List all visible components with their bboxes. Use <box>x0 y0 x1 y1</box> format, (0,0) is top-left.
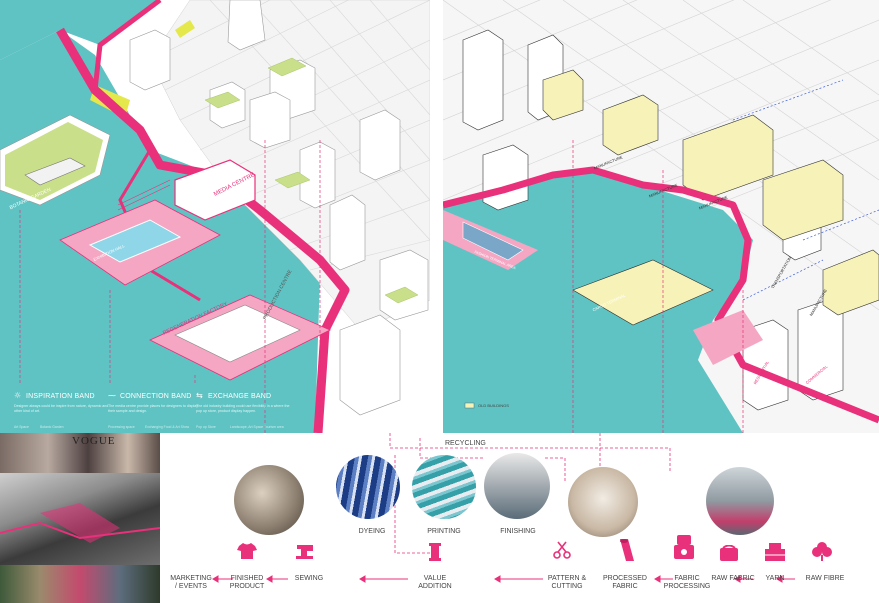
step-fabricproc-line2: PROCESSING <box>663 583 711 590</box>
connection-band-desc: The media centre provide places for desi… <box>108 404 199 413</box>
step-processed-line1: PROCESSED <box>603 575 647 582</box>
step-processed-line2: FABRIC <box>612 583 638 590</box>
market-photo <box>0 565 160 603</box>
exchange-band-sub2: Landscape, Art Space Tourism area <box>230 425 284 429</box>
exchange-band-sub1: Pop up Store <box>196 425 216 429</box>
cotton-icon <box>812 541 832 561</box>
step-yarn: YARN <box>760 575 790 583</box>
factory-photo-circle <box>706 467 774 535</box>
left-map-drawing <box>0 0 430 433</box>
step-value-line1: VALUE <box>423 575 447 582</box>
connection-band-title: CONNECTION BAND <box>120 393 192 400</box>
photo-collage: VOGUE <box>0 433 160 603</box>
raw-fabric-icon <box>720 544 738 561</box>
inspiration-band-title: INSPIRATION BAND <box>26 393 95 400</box>
left-map-panel: BOTANIC GARDEN MEDIA CENTRE REGENERATION… <box>0 0 430 433</box>
step-marketing-line1: MARKETING <box>170 575 212 582</box>
sewing-photo-circle <box>234 465 304 535</box>
printing-label: PRINTING <box>427 528 461 535</box>
step-pattern-line2: CUTTING <box>551 583 583 590</box>
step-rawfabric: RAW FABRIC <box>708 575 758 583</box>
fabric-roll-icon <box>616 539 636 561</box>
wifi-icon: ⁓ <box>108 391 116 400</box>
step-pattern-line1: PATTERN & <box>547 575 587 582</box>
step-fabricproc: FABRIC PROCESSING <box>660 575 714 591</box>
finishing-photo-circle <box>484 453 550 519</box>
right-map-panel: MANUFACTURE MANUFACTURE MANUFACTURE MANU… <box>443 0 879 433</box>
scissors-icon <box>553 541 571 559</box>
megaphone-icon <box>174 553 188 563</box>
legend-old-buildings: OLD BUILDINGS <box>478 403 509 408</box>
aerial-photo <box>0 473 160 565</box>
dyeing-label: DYEING <box>358 528 386 535</box>
yarn-icon <box>765 543 785 561</box>
exchange-band-title: EXCHANGE BAND <box>208 393 272 400</box>
process-diagram: RECYCLING DYEING PRINTING FINISHING MARK… <box>160 433 879 603</box>
step-processed: PROCESSED FABRIC <box>598 575 652 591</box>
step-finished: FINISHED PRODUCT <box>222 575 272 591</box>
step-marketing: MARKETING / EVENTS <box>164 575 218 591</box>
step-rawfibre-line1: RAW FIBRE <box>805 575 845 582</box>
step-rawfabric-line1: RAW FABRIC <box>711 575 755 582</box>
printing-photo-circle <box>412 455 476 519</box>
step-finished-line2: PRODUCT <box>229 583 265 590</box>
pattern-photo-circle <box>568 467 638 537</box>
lightbulb-icon: ☼ <box>14 391 22 400</box>
step-sewing-line1: SEWING <box>294 575 324 582</box>
fashion-photo <box>0 433 160 473</box>
right-map-drawing <box>443 0 879 433</box>
step-marketing-line2: / EVENTS <box>175 583 207 590</box>
step-value: VALUE ADDITION <box>410 575 460 591</box>
inspiration-band-sub2: Botanic Garden <box>40 425 64 429</box>
inspiration-band-sub1: Art Space <box>14 425 29 429</box>
step-rawfibre: RAW FIBRE <box>800 575 850 583</box>
inspiration-band-desc: Designer always could be inspire from na… <box>14 404 109 413</box>
vogue-logo: VOGUE <box>72 435 116 447</box>
thread-spool-icon <box>428 543 442 561</box>
machine-icon <box>674 535 694 559</box>
process-lines <box>212 433 795 583</box>
sewing-machine-icon <box>295 543 315 560</box>
exchange-band-desc: The old industry building could use flex… <box>196 404 290 413</box>
step-value-line2: ADDITION <box>418 583 452 590</box>
finishing-label: FINISHING <box>500 528 536 535</box>
tshirt-icon <box>237 542 257 560</box>
recycling-label: RECYCLING <box>445 440 486 447</box>
step-pattern: PATTERN & CUTTING <box>544 575 590 591</box>
connection-band-sub2: Exchanging Food & Art Show <box>145 425 190 429</box>
connection-band-sub1: Processing space <box>108 425 135 429</box>
exchange-icon: ⇆ <box>196 391 203 400</box>
step-fabricproc-line1: FABRIC <box>674 575 700 582</box>
step-yarn-line1: YARN <box>765 575 785 582</box>
dyeing-photo-circle <box>336 455 400 519</box>
step-finished-line1: FINISHED <box>230 575 264 582</box>
step-sewing: SEWING <box>287 575 331 583</box>
